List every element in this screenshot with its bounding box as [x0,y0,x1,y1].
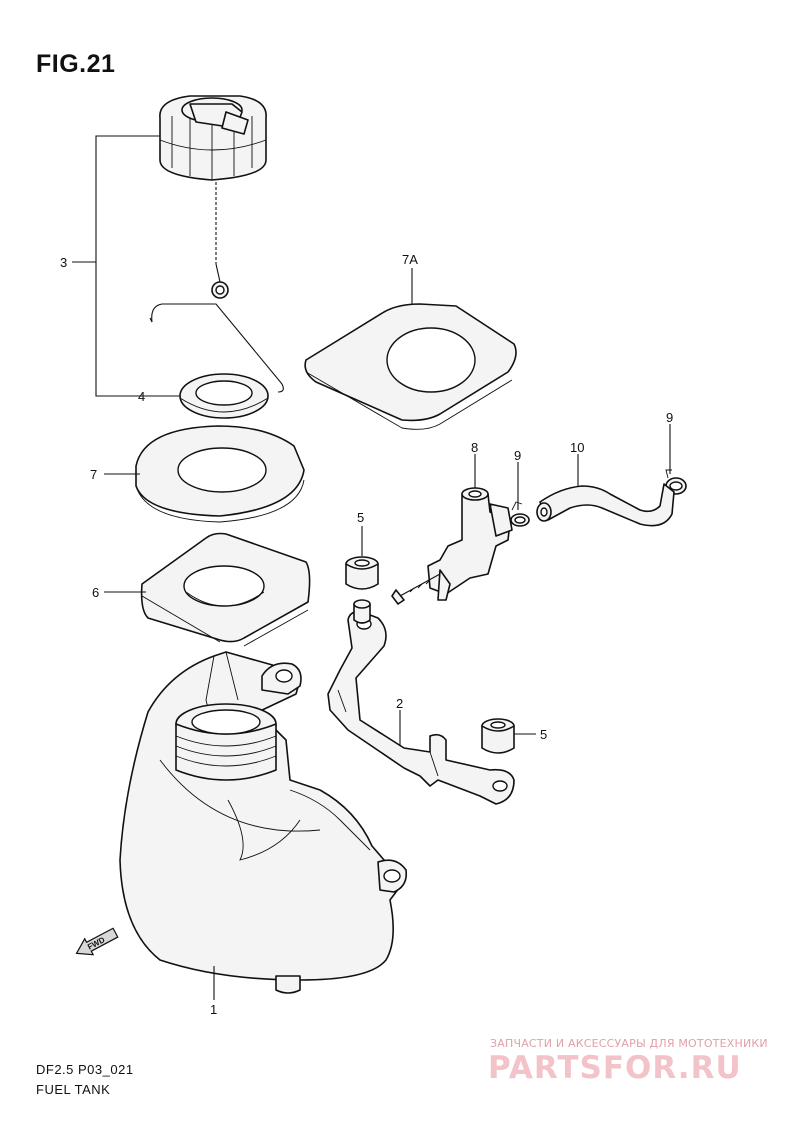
callout-bracket: 2 [396,696,403,711]
figure-title: FIG.21 [36,50,116,78]
grommet-upper[interactable] [345,556,379,590]
clip-left[interactable] [510,501,530,527]
fuel-cock[interactable] [391,487,513,605]
model-code: DF2.5 P03_021 [36,1062,134,1077]
part-group-name: FUEL TANK [36,1082,111,1097]
callout-lower-cushion: 6 [92,585,99,600]
callout-grommet-right: 5 [540,727,547,742]
callout-fuel-cap-assembly: 3 [60,255,67,270]
callout-grommet-upper: 5 [357,510,364,525]
callout-fuel-tank: 1 [210,1002,217,1017]
callout-clip-right: 9 [666,410,673,425]
cushion-plate[interactable] [304,303,517,430]
callout-cushion-ring: 7 [90,467,97,482]
lower-cushion[interactable] [140,532,311,647]
callout-fuel-hose: 10 [570,440,584,455]
grommet-right[interactable] [481,718,515,754]
tether-wire [149,303,284,393]
fuel-cock-bracket[interactable] [327,610,515,805]
cushion-ring[interactable] [135,425,305,523]
callout-cushion-plate: 7A [402,252,418,267]
fuel-hose[interactable] [536,483,675,527]
callout-fuel-cock: 8 [471,440,478,455]
leader-lines [72,135,671,1000]
fwd-arrow-icon: FWD [75,927,119,956]
cap-gasket[interactable] [179,373,269,419]
grommet-upper-stem [353,599,371,624]
watermark-logo: PARTSFOR.RU [488,1050,742,1086]
callout-clip-left: 9 [514,448,521,463]
fuel-cap[interactable] [159,95,267,181]
fuel-tank[interactable] [119,651,408,994]
cap-tether-chain [211,182,229,299]
callout-cap-gasket: 4 [138,389,145,404]
watermark-tagline: ЗАПЧАСТИ И АКСЕССУАРЫ ДЛЯ МОТОТЕХНИКИ [490,1037,768,1050]
